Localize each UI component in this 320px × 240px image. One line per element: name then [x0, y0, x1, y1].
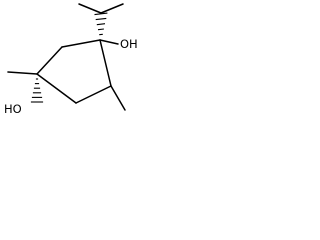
bond-c2-methyl: [110, 85, 126, 111]
isopropyl-methyl-bond-right: [100, 3, 124, 14]
bond-c1-oh: [99, 39, 119, 45]
ring-bond-c4-c5: [36, 46, 63, 75]
isopropyl-group: [78, 3, 124, 36]
cyclopentane-ring: [36, 39, 112, 104]
hashed-wedge-bond-c4-oh: [30, 78, 44, 103]
molecule-structure: OH HO: [4, 3, 138, 116]
hydroxyl-label-top: OH: [120, 37, 138, 51]
isopropyl-methyl-bond-left: [78, 3, 102, 14]
ring-bond-c1-c2: [99, 39, 112, 87]
ring-bond-c3-c4: [36, 73, 77, 104]
hydroxyl-label-bottom: HO: [4, 102, 22, 116]
bond-c4-methyl: [7, 71, 38, 75]
ring-bond-c5-c1: [61, 39, 101, 48]
ring-bond-c2-c3: [75, 85, 112, 104]
hashed-wedge-bond-c1-isopropyl: [94, 12, 108, 36]
